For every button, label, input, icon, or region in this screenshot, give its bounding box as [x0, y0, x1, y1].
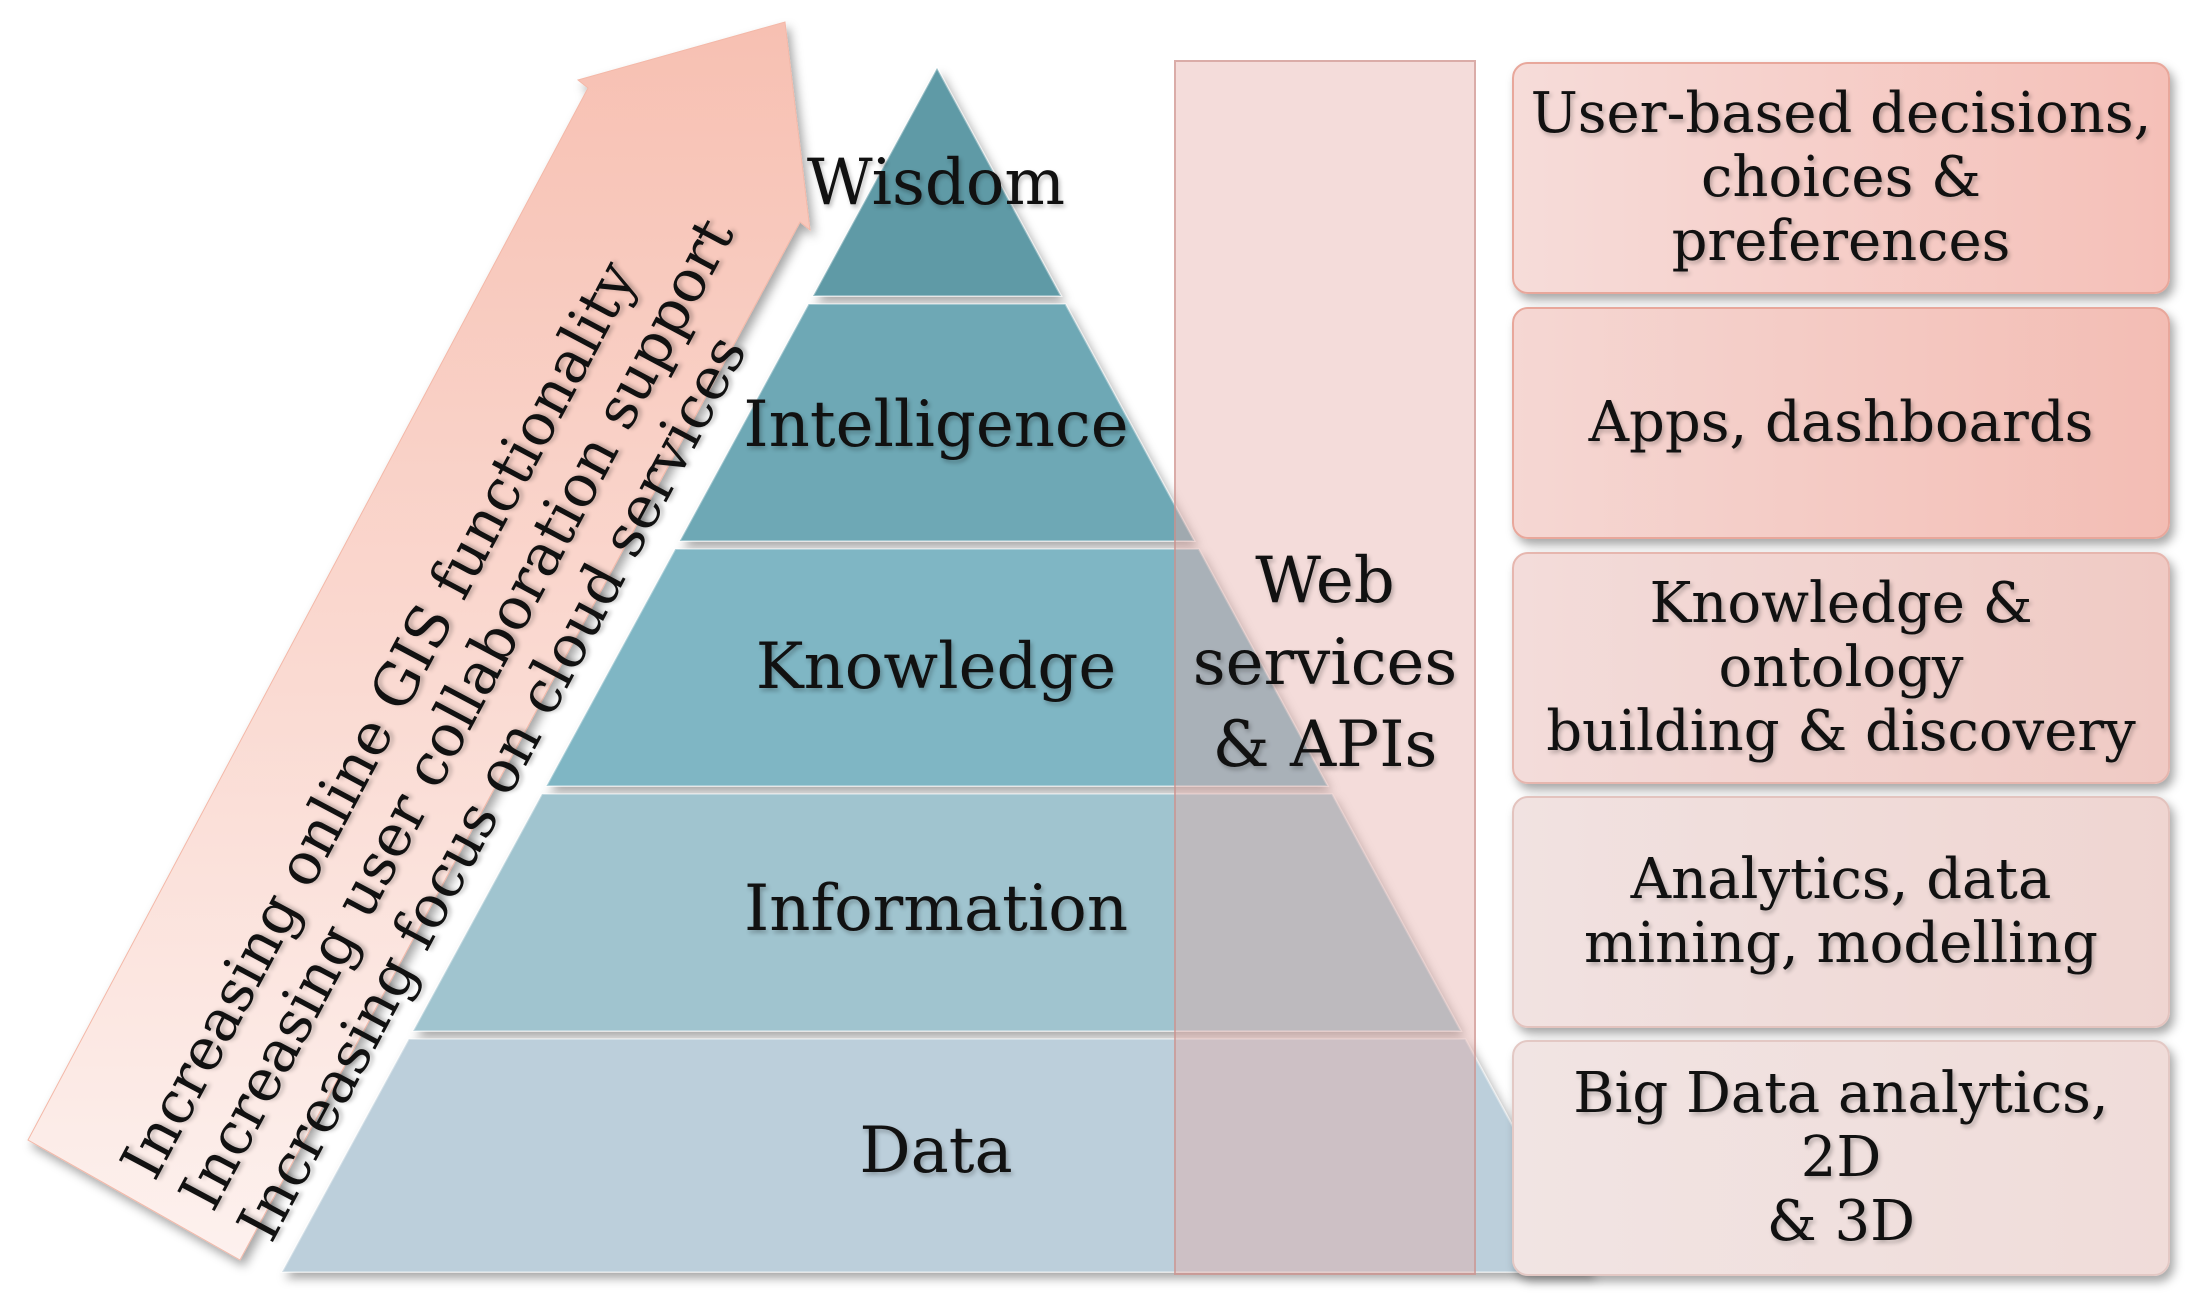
- web-services-panel: [1174, 60, 1476, 1275]
- box-text: Apps, dashboards: [1588, 390, 2094, 455]
- growth-arrow: [27, 21, 811, 1261]
- layer-label-data: Data: [859, 1114, 1013, 1188]
- pyramid: [280, 65, 1594, 1273]
- layer-label-intelligence: Intelligence: [743, 388, 1129, 462]
- pyramid-layer-wisdom: [811, 65, 1063, 297]
- box-big-data: Big Data analytics, 2D & 3D: [1512, 1040, 2170, 1276]
- box-analytics: Analytics, data mining, modelling: [1512, 796, 2170, 1028]
- pyramid-layer-intelligence: [678, 303, 1196, 542]
- box-text: Knowledge & ontology building & discover…: [1546, 571, 2136, 764]
- box-text: Analytics, data mining, modelling: [1584, 847, 2098, 976]
- box-apps-dashboards: Apps, dashboards: [1512, 307, 2170, 539]
- box-user-decisions: User-based decisions, choices & preferen…: [1512, 62, 2170, 294]
- web-services-label: Web services & APIs: [1192, 544, 1458, 782]
- layer-label-information: Information: [743, 872, 1129, 946]
- layer-label-wisdom: Wisdom: [806, 146, 1066, 220]
- box-knowledge-ontology: Knowledge & ontology building & discover…: [1512, 552, 2170, 784]
- pyramid-layer-knowledge: [544, 548, 1330, 787]
- box-text: User-based decisions, choices & preferen…: [1530, 81, 2152, 274]
- pyramid-layer-information: [411, 793, 1463, 1032]
- layer-label-knowledge: Knowledge: [755, 630, 1117, 704]
- box-text: Big Data analytics, 2D & 3D: [1573, 1061, 2109, 1254]
